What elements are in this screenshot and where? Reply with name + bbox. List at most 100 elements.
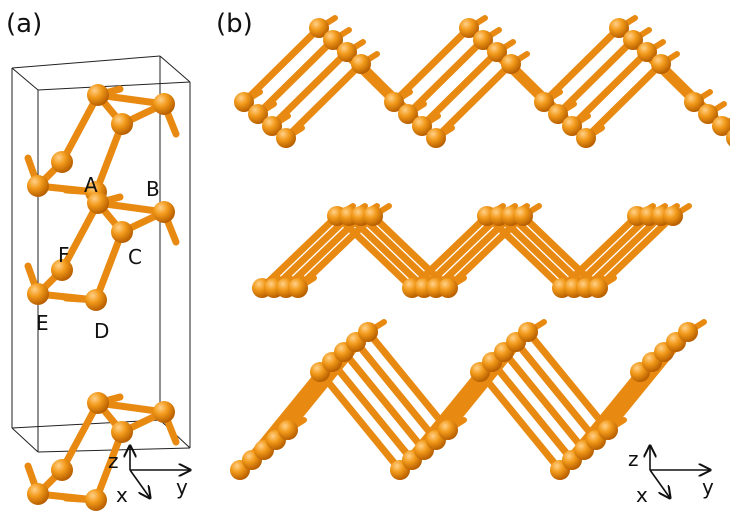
atom-e: [27, 483, 49, 505]
axis-y-label-a: y: [176, 475, 188, 499]
atom-a: [87, 84, 109, 106]
layer-top-atom: [684, 92, 704, 112]
bond-fa: [58, 399, 102, 474]
layer-top-atom: [609, 18, 629, 38]
layer-middle-atom: [363, 206, 383, 226]
atom-label-e: E: [36, 311, 49, 335]
atom-c: [111, 221, 133, 243]
atom-label-d: D: [94, 319, 109, 343]
layer-top-atom: [398, 104, 418, 124]
layer-bottom-atom: [358, 322, 378, 342]
panel-a-label: (a): [6, 9, 42, 39]
layer-bottom-bond: [476, 368, 564, 474]
layer-middle-bond: [369, 212, 452, 292]
layer-top-bond: [582, 60, 665, 142]
atom-f: [51, 459, 73, 481]
layer-bottom-bond: [364, 328, 452, 434]
layer-top-atom: [309, 18, 329, 38]
layer-bottom-bond: [512, 338, 600, 444]
layer-top-atom: [412, 116, 432, 136]
layer-bottom-bond: [500, 348, 588, 454]
layer-middle-bond: [270, 212, 353, 292]
atom-d: [85, 289, 107, 311]
bond-cd: [92, 120, 126, 196]
layer-top-atom: [276, 128, 296, 148]
atom-b: [153, 401, 175, 423]
axis-z-label-a: z: [108, 449, 119, 473]
layer-top-atom: [651, 54, 671, 74]
atom-a: [87, 192, 109, 214]
bond-ab: [94, 91, 168, 108]
layer-bottom-atom: [278, 420, 298, 440]
layer-top-atom: [534, 92, 554, 112]
atom-e: [27, 175, 49, 197]
atom-e: [27, 283, 49, 305]
layer-bottom-bond: [352, 338, 440, 444]
panel-a: (a) A B C D E F z: [6, 9, 190, 511]
layer-top-atom: [623, 30, 643, 50]
atom-d: [85, 489, 107, 511]
atom-label-a: A: [84, 173, 98, 197]
atom-label-f: F: [58, 243, 70, 267]
atom-c: [111, 113, 133, 135]
axis-z-label-b: z: [628, 447, 639, 471]
axis-y-label-b: y: [702, 475, 714, 499]
layer-middle-bond: [294, 212, 377, 292]
layer-top-atom: [698, 104, 718, 124]
layer-middle-bond: [519, 212, 602, 292]
layer-bottom-bond: [488, 358, 576, 464]
layer-middle-bond: [258, 212, 341, 292]
layer-middle-atom: [438, 278, 458, 298]
layer-bottom-bond: [524, 328, 612, 434]
layer-top-atom: [548, 104, 568, 124]
layer-top-atom: [459, 18, 479, 38]
atom-label-c: C: [128, 245, 142, 269]
layer-top-bond: [568, 48, 651, 130]
layer-top-bond: [268, 48, 351, 130]
layer-bottom-bond: [340, 348, 428, 454]
layer-bottom-atom: [678, 322, 698, 342]
layer-middle-atom: [663, 206, 683, 226]
layer-top-atom: [726, 130, 730, 146]
bond-fa: [58, 91, 102, 166]
panel-b-label: (b): [216, 9, 253, 39]
layer-top-atom: [234, 92, 254, 112]
bonds-panel-b: [236, 15, 730, 474]
bond-cd: [92, 428, 126, 504]
layer-top-bond: [254, 36, 337, 118]
layer-top-atom: [576, 128, 596, 148]
layer-middle-atom: [588, 278, 608, 298]
layer-bottom-atom: [438, 420, 458, 440]
layer-bottom-atom: [518, 322, 538, 342]
layer-top-atom: [637, 42, 657, 62]
axes-triad-b: [650, 446, 710, 498]
layer-top-atom: [473, 30, 493, 50]
bond-ab: [94, 199, 168, 216]
axis-x-label-a: x: [116, 483, 128, 507]
atom-c: [111, 421, 133, 443]
layer-middle-atom: [288, 278, 308, 298]
axes-triad-a: [130, 446, 190, 498]
layer-top-atom: [323, 30, 343, 50]
layer-middle-bond: [507, 212, 590, 292]
panel-b: (b) z y x: [216, 9, 730, 507]
layer-bottom-bond: [316, 368, 404, 474]
layer-middle-bond: [594, 212, 677, 292]
layer-middle-bond: [432, 212, 515, 292]
layer-top-atom: [248, 104, 268, 124]
layer-middle-bond: [282, 212, 365, 292]
layer-top-bond: [418, 48, 501, 130]
atom-a: [87, 392, 109, 414]
layer-middle-atom: [513, 206, 533, 226]
layer-top-bond: [240, 24, 323, 106]
layer-top-atom: [351, 54, 371, 74]
atom-b: [153, 93, 175, 115]
layer-top-atom: [426, 128, 446, 148]
atoms-panel-b: [230, 18, 730, 480]
layer-top-atom: [337, 42, 357, 62]
layer-top-atom: [262, 116, 282, 136]
atom-b: [153, 201, 175, 223]
bond-ab: [94, 399, 168, 416]
layer-top-bond: [404, 36, 487, 118]
